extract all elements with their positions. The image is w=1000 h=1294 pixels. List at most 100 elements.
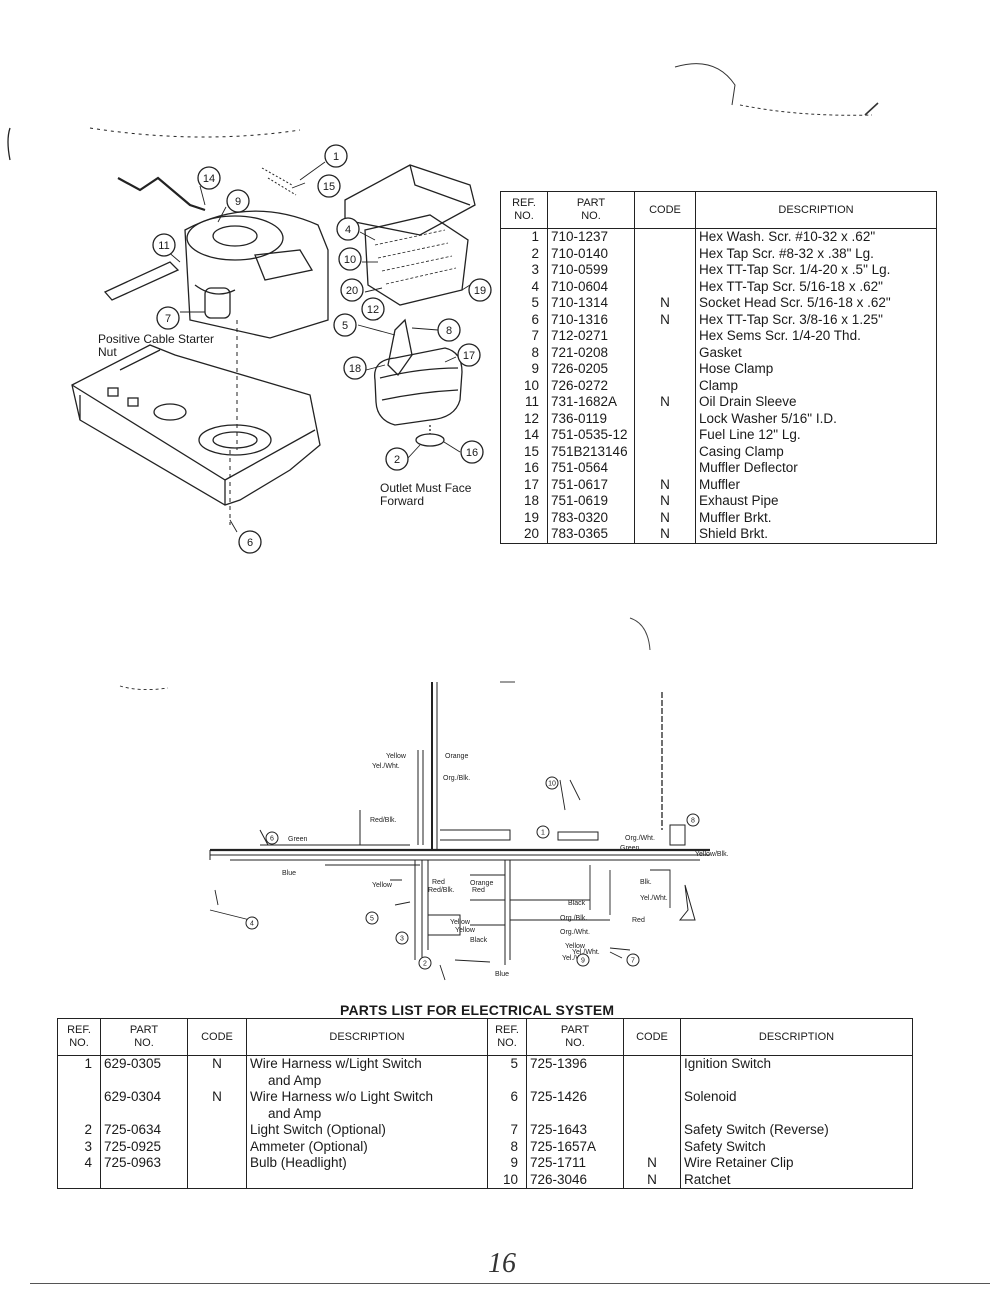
callout-circle: [457, 343, 481, 367]
callout-circle: [626, 953, 640, 967]
col-part-header: PART NO.: [526, 1018, 624, 1056]
code-cell: [634, 460, 696, 477]
part-no-cell: 725-1643: [526, 1122, 624, 1139]
callout-circle: [156, 306, 180, 330]
callout-circle: [418, 956, 432, 970]
callout-number: 14: [203, 173, 215, 185]
ref-no-cell: 6: [487, 1089, 527, 1122]
callout-number: 6: [270, 836, 274, 843]
description-cell: Oil Drain Sleeve: [699, 394, 797, 409]
wire-color-label: Org./Wht.: [625, 835, 655, 842]
part-no-cell: 710-0599: [547, 262, 635, 279]
wire-color-label: Yel./Wht.: [640, 895, 668, 902]
part-no-cell: 726-3046: [526, 1171, 624, 1189]
description-cell: Ignition Switch: [684, 1056, 772, 1071]
wire-color-label: Blk.: [640, 879, 652, 886]
ref-no-cell: 19: [500, 509, 548, 526]
outlet-direction-note: Outlet Must Face Forward: [380, 482, 471, 508]
part-no-cell: 751-0535-12: [547, 427, 635, 444]
callout-circle: [460, 440, 484, 464]
wire-color-label: Yel./Wht.: [562, 955, 590, 962]
code-cell: N: [187, 1089, 247, 1122]
callout-number: 20: [346, 285, 358, 297]
description-cell: Fuel Line 12" Lg.: [699, 427, 801, 442]
description-line: Light Switch (Optional): [250, 1122, 386, 1137]
description-cell: Muffler Brkt.: [699, 509, 772, 525]
callout-number: 9: [235, 196, 241, 208]
callout-number: 7: [165, 313, 171, 325]
callout-number: 15: [323, 181, 335, 193]
header-line: NO.: [514, 210, 534, 222]
ref-no-cell: [57, 1089, 101, 1122]
ref-no-cell: 3: [57, 1138, 101, 1155]
table-header-row: REF. NO. PART NO. CODE DESCRIPTION REF. …: [57, 1018, 913, 1056]
code-cell: [187, 1138, 247, 1155]
wire-color-label: Red/Blk.: [428, 887, 455, 894]
description-cell: Lock Washer 5/16" I.D.: [699, 410, 837, 426]
callout-circle: [152, 233, 176, 257]
engine-exploded-diagram: 1 15 14 9 11 7 4 10 20 19 12 5 8 18 17 2…: [7, 127, 492, 554]
wire-color-label: Blue: [282, 870, 296, 877]
wire-color-label: Red: [472, 887, 485, 894]
callout-circle: [333, 313, 357, 337]
callout-number: 3: [400, 936, 404, 943]
wire-color-label: Black: [470, 937, 488, 944]
scan-artifact: [674, 63, 879, 116]
header-line: PART: [560, 1024, 590, 1036]
callout-number: 17: [463, 350, 475, 362]
code-cell: N: [634, 476, 696, 493]
header-line: PART: [129, 1024, 159, 1036]
part-no-cell: 725-1396: [526, 1055, 624, 1089]
col-desc-header: DESCRIPTION: [246, 1018, 488, 1056]
wire-color-label: Blue: [495, 971, 509, 978]
description-line: Ammeter (Optional): [250, 1138, 368, 1154]
wire-color-label: Red: [632, 917, 645, 924]
wire-color-label: Yellow: [565, 943, 586, 950]
part-no-cell: 751-0619: [547, 493, 635, 510]
callout-number: 10: [548, 781, 556, 788]
callout-circle: [385, 447, 409, 471]
code-cell: [623, 1138, 681, 1155]
callout-circle: [361, 297, 385, 321]
description-cell: Hex TT-Tap Scr. 5/16-18 x .62": [699, 278, 883, 294]
ref-no-cell: 10: [487, 1171, 527, 1189]
part-no-cell: 725-1657A: [526, 1138, 624, 1155]
ref-no-cell: 4: [57, 1155, 101, 1172]
code-cell: [634, 245, 696, 262]
code-cell: [623, 1122, 681, 1139]
code-cell: [634, 361, 696, 378]
description-cell: Wire Retainer Clip: [684, 1155, 794, 1170]
part-no-cell: 710-1314: [547, 295, 635, 312]
description-cell: Ammeter (Optional): [246, 1138, 488, 1155]
header-line: NO.: [497, 1037, 517, 1049]
callout-circle: [336, 217, 360, 241]
part-no-cell: 725-1711: [526, 1155, 624, 1172]
code-cell: [187, 1155, 247, 1172]
code-cell: [623, 1055, 681, 1089]
col-ref-header: REF. NO.: [487, 1018, 527, 1056]
callout-number: 4: [345, 224, 351, 236]
callout-circle: [324, 144, 348, 168]
wire-color-label: Yellow: [450, 919, 471, 926]
ref-no-cell: 10: [500, 377, 548, 394]
description-cell: Hex TT-Tap Scr. 3/8-16 x 1.25": [699, 311, 883, 327]
part-no-cell: 783-0320: [547, 509, 635, 526]
ref-no-cell: 2: [57, 1122, 101, 1139]
callout-circle: [265, 831, 279, 845]
callout-number: 1: [541, 830, 545, 837]
code-cell: [634, 228, 696, 246]
ref-no-cell: 18: [500, 493, 548, 510]
part-no-cell: 721-0208: [547, 344, 635, 361]
ref-no-cell: 20: [500, 526, 548, 543]
callout-circle: [245, 916, 259, 930]
wire-color-label: Org./Blk.: [560, 915, 587, 922]
wire-color-label: Org./Blk.: [443, 775, 470, 782]
description-cell: Muffler: [699, 476, 741, 492]
